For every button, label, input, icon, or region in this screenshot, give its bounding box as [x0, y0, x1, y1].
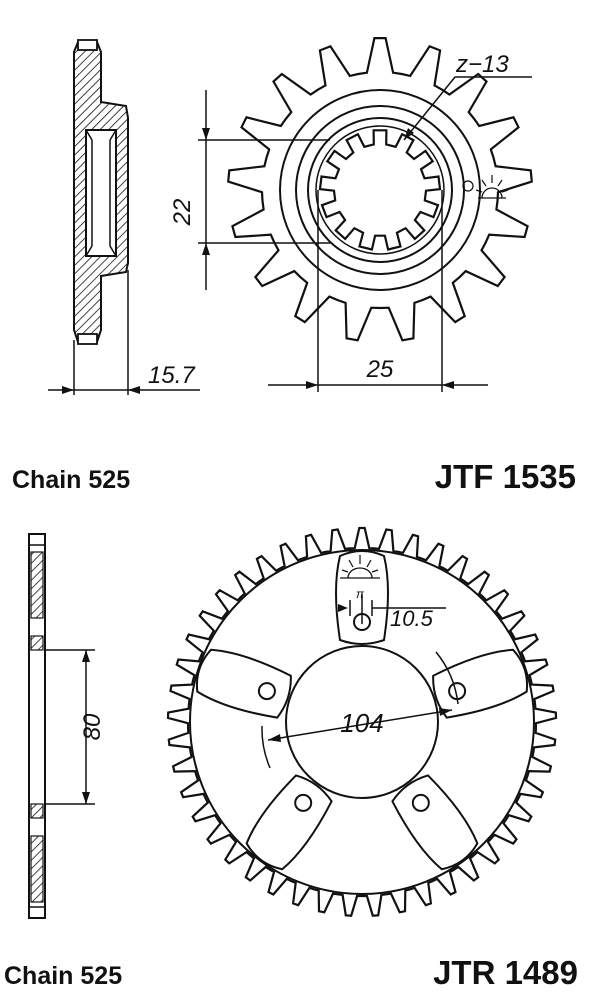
rear-part-number: JTR 1489	[433, 954, 578, 991]
front-spline-height-dimension: 22	[169, 199, 196, 227]
rear-hole-dimension: 10.5	[390, 606, 434, 631]
rear-bolt-hole	[294, 793, 313, 812]
front-teeth-count: z−13	[455, 51, 509, 78]
rear-bolt-hole	[257, 682, 276, 701]
svg-text:π: π	[356, 587, 365, 601]
rear-bolt-holes	[257, 613, 467, 812]
rear-face-view: π	[166, 526, 558, 917]
rear-brand-mark-icon: π	[340, 555, 380, 601]
brand-mark-icon	[462, 175, 509, 199]
rear-bore-dimension: 80	[79, 713, 106, 740]
rear-center-bore	[285, 645, 439, 799]
front-chain-label: Chain 525	[12, 466, 130, 494]
rear-chain-label: Chain 525	[4, 962, 122, 990]
front-width-dimension: 15.7	[148, 362, 196, 389]
rear-bolt-hole	[411, 793, 430, 812]
rear-lightening-hole	[195, 648, 292, 719]
front-sprocket-outline	[227, 37, 533, 342]
front-part-number: JTF 1535	[435, 458, 576, 495]
front-side-view	[48, 39, 200, 395]
front-face-view	[198, 37, 533, 392]
rear-lightening-hole	[391, 774, 479, 871]
rear-side-view	[28, 533, 95, 919]
rear-lightening-hole	[432, 648, 529, 719]
front-spline-width-dimension: 25	[366, 356, 394, 383]
front-spline-bore	[318, 129, 442, 251]
rear-bolt-circle-dimension: 104	[340, 708, 383, 738]
rear-lightening-hole	[245, 774, 333, 871]
rear-sprocket-outline	[166, 526, 558, 917]
